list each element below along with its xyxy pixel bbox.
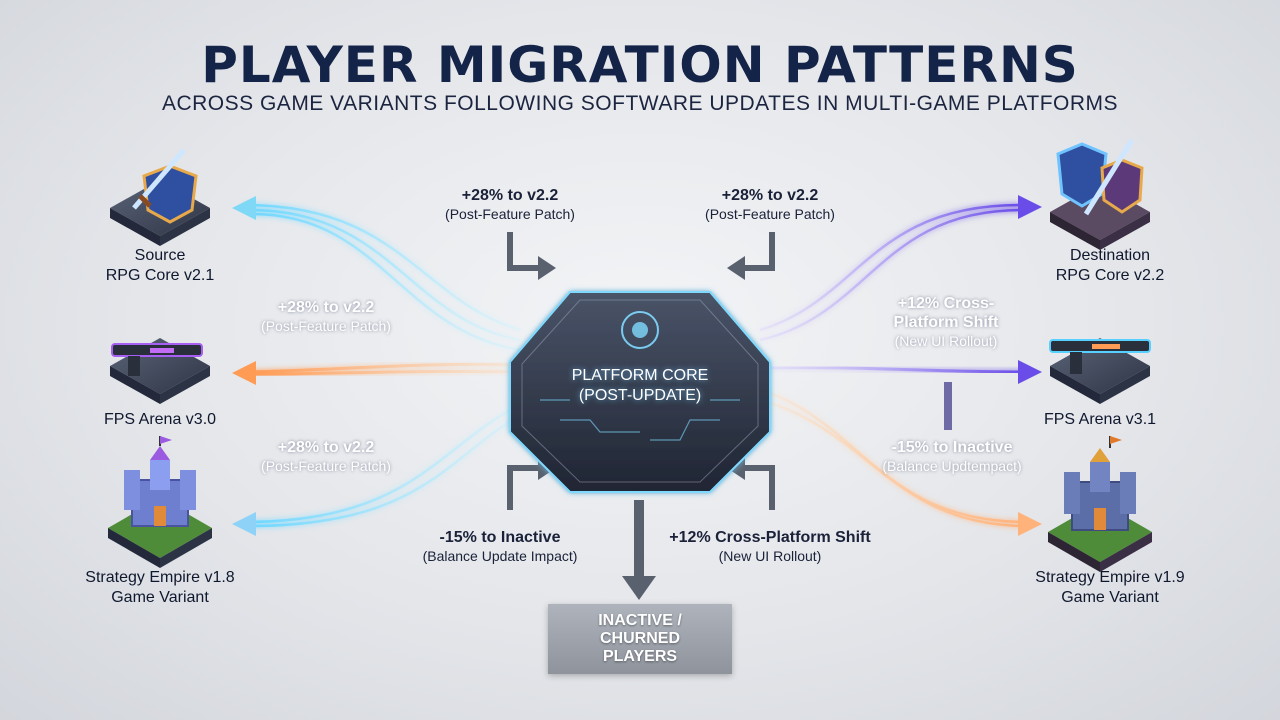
tile-strategy-source [108,436,212,568]
platform-core-line2: (POST-UPDATE) [578,387,702,404]
page-title: PLAYER MIGRATION PATTERNS [201,36,1079,94]
page-subtitle: ACROSS GAME VARIANTS FOLLOWING SOFTWARE … [161,92,1119,115]
flow-label-top-left: +28% to v2.2 (Post-Feature Patch) [445,187,575,222]
flow-label-mid-left-2: +28% to v2.2 (Post-Feature Patch) [261,439,391,474]
flow-core-to-fps-source [249,362,521,376]
arrowhead-strategy-source [232,512,256,536]
flow-label-mid-left-1: +28% to v2.2 (Post-Feature Patch) [261,299,391,334]
inactive-churned-box: INACTIVE / CHURNED PLAYERS [548,604,732,674]
flow-core-to-strategy-destination [759,388,1025,528]
node-label-line1: Strategy Empire v1.9 [1035,569,1185,586]
node-label-line2: RPG Core v2.2 [1055,267,1165,284]
flow-label-mid-right-1: +12% Cross- Platform Shift (New UI Rollo… [893,295,999,349]
node-label-line2: RPG Core v2.1 [105,267,215,284]
node-label-line1: FPS Arena v3.0 [103,411,217,428]
arrowhead-fps-source [232,361,256,385]
arrowhead-rpg-destination [1018,195,1042,219]
node-label-line1: Strategy Empire v1.8 [85,569,235,586]
flow-label-top-right: +28% to v2.2 (Post-Feature Patch) [705,187,835,222]
grey-arrow-top-left [507,232,556,280]
flow-label-bottom-right: +12% Cross-Platform Shift (New UI Rollou… [669,529,871,564]
platform-core-line1: PLATFORM CORE [571,367,709,384]
node-label-line1: Destination [1069,247,1151,264]
flow-label-mid-right-2: -15% to Inactive (Balance Updtempact) [882,439,1022,474]
flow-core-to-rpg-destination [759,203,1023,342]
inactive-line3: PLAYERS [602,648,678,665]
node-label-fps-source: FPS Arena v3.0 [60,410,260,430]
arrowhead-rpg-source [232,196,256,220]
arrowhead-fps-destination [1018,360,1042,384]
flow-label-bottom-left: -15% to Inactive (Balance Update Impact) [422,529,578,564]
grey-arrow-top-right [727,232,775,280]
connector-right-vertical [944,382,952,430]
flow-core-to-strategy-source [249,398,531,528]
node-label-strategy-source: Strategy Empire v1.8 Game Variant [40,568,280,608]
node-label-line1: FPS Arena v3.1 [1043,411,1157,428]
tile-strategy-destination [1048,436,1152,572]
platform-core-label: PLATFORM CORE (POST-UPDATE) [520,366,760,406]
flow-core-to-fps-destination [759,366,1023,374]
inactive-line1: INACTIVE / [598,612,682,629]
node-label-line1: Source [134,247,186,264]
flow-core-to-rpg-source [244,203,521,352]
platform-core-hexagon [509,291,771,493]
node-label-line2: Game Variant [1061,589,1159,606]
grey-arrow-to-inactive [622,500,656,600]
node-label-line2: Game Variant [111,589,209,606]
inactive-line2: CHURNED [600,630,680,647]
tile-rpg-source [110,148,210,246]
tile-rpg-destination [1050,138,1150,250]
arrowhead-strategy-destination [1018,512,1042,536]
node-label-rpg-source: Source RPG Core v2.1 [60,246,260,286]
node-label-fps-destination: FPS Arena v3.1 [1000,410,1200,430]
node-label-rpg-destination: Destination RPG Core v2.2 [1010,246,1210,286]
tile-fps-destination [1049,338,1151,404]
node-label-strategy-destination: Strategy Empire v1.9 Game Variant [990,568,1230,608]
tile-fps-source [110,338,210,404]
